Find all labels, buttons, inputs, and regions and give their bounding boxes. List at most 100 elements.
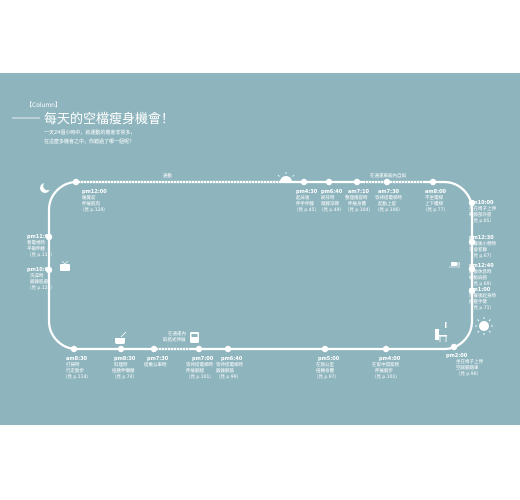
svg-text:不坐電梯: 不坐電梯 [425, 194, 443, 201]
svg-text:起床後: 起床後 [296, 194, 310, 201]
svg-text:刷牙時: 刷牙時 [321, 194, 335, 201]
svg-text:（見 p.104）: （見 p.104） [345, 207, 373, 213]
stop-pm1230: pm12:30 用餐後小憩時 在會客聯 （見 p.67） [468, 235, 496, 259]
svg-text:am8:30: am8:30 [66, 356, 88, 362]
svg-text:（見 p.101）: （見 p.101） [372, 374, 400, 380]
commute-label: 通勤 [163, 172, 172, 179]
svg-text:在辦公室: 在辦公室 [316, 361, 334, 368]
svg-text:上下樓梯: 上下樓梯 [425, 200, 443, 207]
svg-text:（見 p.117）: （見 p.117） [27, 252, 55, 258]
svg-text:等待搭電梯時: 等待搭電梯時 [216, 361, 243, 368]
column-tag: 【Column】 [26, 102, 61, 109]
svg-text:pm4:30: pm4:30 [296, 189, 318, 195]
stop-am830: am8:30 打掃時 行走散步 （見 p.114） [63, 345, 91, 380]
svg-text:扭腰伸懶腰: 扭腰伸懶腰 [112, 367, 135, 374]
svg-text:pm6:40: pm6:40 [221, 356, 243, 362]
stop-am10: am10:00 坐在椅子上伸 轉膝部外扳 （見 p.65） [468, 199, 496, 224]
commute-stairs-label: 在通運車廂內自如 [370, 172, 406, 179]
svg-text:pm7:30: pm7:30 [147, 356, 169, 362]
sun-icon [475, 317, 493, 335]
svg-text:am7:30: am7:30 [378, 189, 400, 195]
svg-text:等待搭電梯時: 等待搭電梯時 [186, 361, 213, 368]
intro-line-1: 一天24個小時中，就運動的機會非常多， [44, 129, 135, 136]
stop-pm1: pm1:00 用餐後起身時 按壓手臂 （見 p.71） [468, 287, 496, 311]
moon-icon [40, 181, 52, 193]
svg-text:坐在椅子上伸: 坐在椅子上伸 [469, 205, 496, 212]
stop-pm2: pm2:00 坐在椅子上伸 空踩腳踏車 （見 p.96） [446, 343, 483, 377]
svg-text:am7:10: am7:10 [348, 189, 370, 195]
sun-rise-icon [277, 172, 295, 182]
intro-line-2: 在這麼多機會之中，你錯過了哪一個呢？ [44, 138, 134, 145]
stop-pm1240: pm12:40 飯後休息時 轉動肩膀 （見 p.69） [468, 263, 494, 287]
office-label-2: 取搭式伸展 [163, 336, 186, 343]
stop-pm640-top: pm6:40 刷牙時 踏腳深蹲 （見 p.49） [319, 178, 344, 213]
stop-pm640: pm6:40 等待搭電梯時 鍛鍊腳筋 （見 p.99） [216, 345, 243, 380]
svg-text:空踩腳踏車: 空踩腳踏車 [456, 364, 479, 371]
coffee-cup-icon [449, 262, 461, 268]
stop-pm4: pm4:00 在家中開家務 伸展腳步 （見 p.101） [372, 345, 401, 380]
svg-text:（見 p.69）: （見 p.69） [469, 281, 494, 287]
timeline-loop [47, 180, 474, 351]
svg-text:（見 p.77）: （見 p.77） [423, 207, 448, 213]
stop-am8: am8:00 不坐電梯 上下樓梯 （見 p.77） [423, 178, 448, 213]
page-title: 每天的空檔瘦身機會！ [44, 111, 174, 127]
svg-text:pm12:30: pm12:30 [469, 235, 494, 241]
svg-text:（見 p.99）: （見 p.99） [216, 374, 241, 380]
stop-am710: am7:10 整理儀容時 伸展身體 （見 p.104） [345, 178, 373, 213]
svg-text:坐在椅子上伸: 坐在椅子上伸 [456, 358, 483, 365]
svg-text:pm6:40: pm6:40 [321, 189, 343, 195]
svg-text:搭乘公車時: 搭乘公車時 [144, 361, 167, 368]
stop-pm12: pm12:00 睡覺前 伸展肌肉 （見 p.129） [72, 178, 108, 213]
svg-text:伸展肌肉: 伸展肌肉 [82, 200, 100, 207]
svg-text:（見 p.74）: （見 p.74） [112, 374, 137, 380]
svg-text:轉膝部外扳: 轉膝部外扳 [469, 211, 492, 218]
svg-text:（見 p.71）: （見 p.71） [469, 305, 494, 311]
svg-text:用餐後起身時: 用餐後起身時 [469, 292, 496, 299]
svg-text:（見 p.114）: （見 p.114） [63, 374, 91, 380]
office-chair-icon [435, 322, 447, 342]
svg-text:踏腳深蹲: 踏腳深蹲 [321, 200, 339, 207]
svg-text:am10:00: am10:00 [469, 200, 494, 206]
svg-text:am8:00: am8:00 [425, 189, 447, 195]
svg-text:整理儀容時: 整理儀容時 [345, 194, 368, 201]
svg-text:（見 p.67）: （見 p.67） [469, 253, 494, 259]
svg-text:扭轉身體: 扭轉身體 [316, 367, 334, 374]
svg-text:伸展身體: 伸展身體 [348, 200, 366, 207]
svg-text:（見 p.129）: （見 p.129） [80, 207, 108, 213]
svg-text:等待搭電梯時: 等待搭電梯時 [375, 194, 402, 201]
svg-text:pm11:00: pm11:00 [27, 234, 52, 240]
svg-text:起動上提: 起動上提 [378, 200, 396, 207]
svg-text:料理時: 料理時 [114, 361, 128, 368]
svg-text:pm1:00: pm1:00 [469, 287, 491, 293]
svg-text:（見 p.97）: （見 p.97） [314, 374, 339, 380]
timeline-panel: 【Column】 每天的空檔瘦身機會！ 一天24個小時中，就運動的機會非常多， … [0, 73, 520, 425]
stop-pm830: pm8:30 料理時 扭腰伸懶腰 （見 p.74） [112, 345, 137, 380]
stop-pm730: pm7:30 搭乘公車時 [144, 345, 169, 368]
stop-pm430: pm4:30 起床後 伸手伸腳 （見 p.45） [294, 178, 319, 213]
svg-text:洗澡時: 洗澡時 [30, 272, 44, 279]
svg-text:pm10:00: pm10:00 [27, 267, 52, 273]
svg-text:鍛鍊肌膚: 鍛鍊肌膚 [30, 278, 48, 285]
svg-text:pm8:30: pm8:30 [114, 356, 136, 362]
svg-text:pm12:00: pm12:00 [82, 189, 107, 195]
svg-text:伸展腳步: 伸展腳步 [375, 367, 393, 374]
svg-text:在會客聯: 在會客聯 [469, 246, 487, 253]
svg-text:在家中開家務: 在家中開家務 [372, 361, 399, 368]
svg-text:（見 p.96）: （見 p.96） [456, 371, 481, 377]
stop-pm11: pm11:00 看電視時 平躺伸腰 （見 p.117） [27, 233, 55, 258]
svg-text:pm12:40: pm12:40 [469, 263, 494, 269]
svg-text:行走散步: 行走散步 [66, 367, 84, 374]
svg-text:平躺伸腰: 平躺伸腰 [27, 245, 45, 252]
office-label-1: 在通運內 [168, 330, 186, 337]
svg-text:用餐後小憩時: 用餐後小憩時 [469, 240, 496, 247]
svg-text:（見 p.45）: （見 p.45） [294, 207, 319, 213]
svg-text:伸展腳腿: 伸展腳腿 [186, 367, 204, 374]
bus-icon [190, 332, 199, 343]
svg-text:（見 p.49）: （見 p.49） [319, 207, 344, 213]
cooking-pot-icon [115, 331, 127, 344]
svg-text:pm7:00: pm7:00 [192, 356, 214, 362]
svg-text:轉動肩膀: 轉動肩膀 [469, 274, 487, 281]
svg-text:（見 p.106）: （見 p.106） [375, 207, 403, 213]
svg-text:按壓手臂: 按壓手臂 [469, 298, 487, 305]
svg-text:伸手伸腳: 伸手伸腳 [296, 200, 314, 207]
